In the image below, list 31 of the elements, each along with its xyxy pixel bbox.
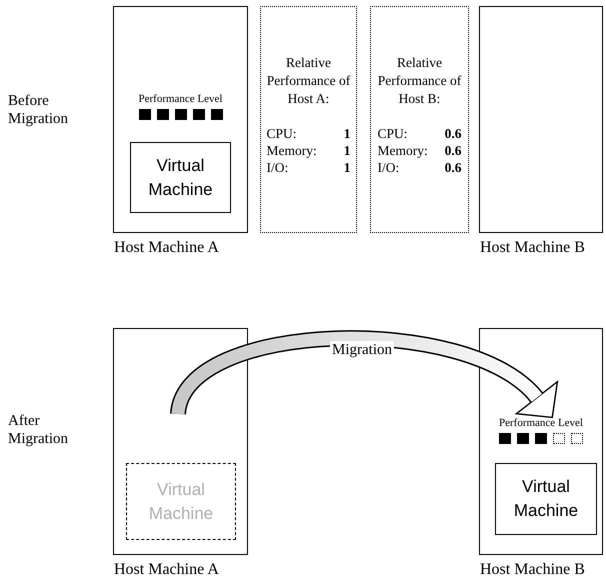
metric-value: 0.6 — [444, 159, 462, 176]
metric-name: I/O: — [266, 159, 288, 176]
metric-value: 1 — [344, 159, 350, 176]
metric-value: 1 — [344, 142, 350, 159]
phase-label: Before Migration — [8, 92, 69, 128]
metric-name: I/O: — [378, 159, 400, 176]
metric-value: 0.6 — [444, 142, 462, 159]
metric-value: 1 — [344, 125, 350, 142]
performance-level-caption: Performance Level — [138, 93, 222, 106]
performance-level-caption: Performance Level — [499, 417, 583, 430]
performance-panel — [370, 6, 469, 233]
metric-name: Memory: — [266, 142, 317, 159]
host-caption: Host Machine B — [480, 239, 585, 257]
vm-label: Virtual Machine — [512, 476, 580, 522]
edge-label: Migration — [330, 341, 394, 359]
host-caption: Host Machine A — [114, 239, 219, 257]
host-caption: Host Machine B — [480, 561, 585, 579]
panel-heading: Relative Performance of Host B: — [376, 54, 462, 108]
former-vm-box — [126, 463, 236, 540]
metric-value: 0.6 — [444, 125, 462, 142]
virtual-machine-box — [495, 463, 597, 535]
vm-label: Virtual Machine — [148, 478, 214, 524]
vm-label: Virtual Machine — [147, 154, 214, 200]
host-caption: Host Machine A — [114, 561, 219, 579]
metric-name: CPU: — [266, 125, 297, 142]
performance-panel — [260, 6, 357, 233]
virtual-machine-box — [130, 142, 231, 213]
panel-heading: Relative Performance of Host A: — [266, 54, 352, 108]
metric-name: Memory: — [378, 142, 428, 159]
phase-label: After Migration — [8, 412, 69, 448]
metric-name: CPU: — [378, 125, 408, 142]
